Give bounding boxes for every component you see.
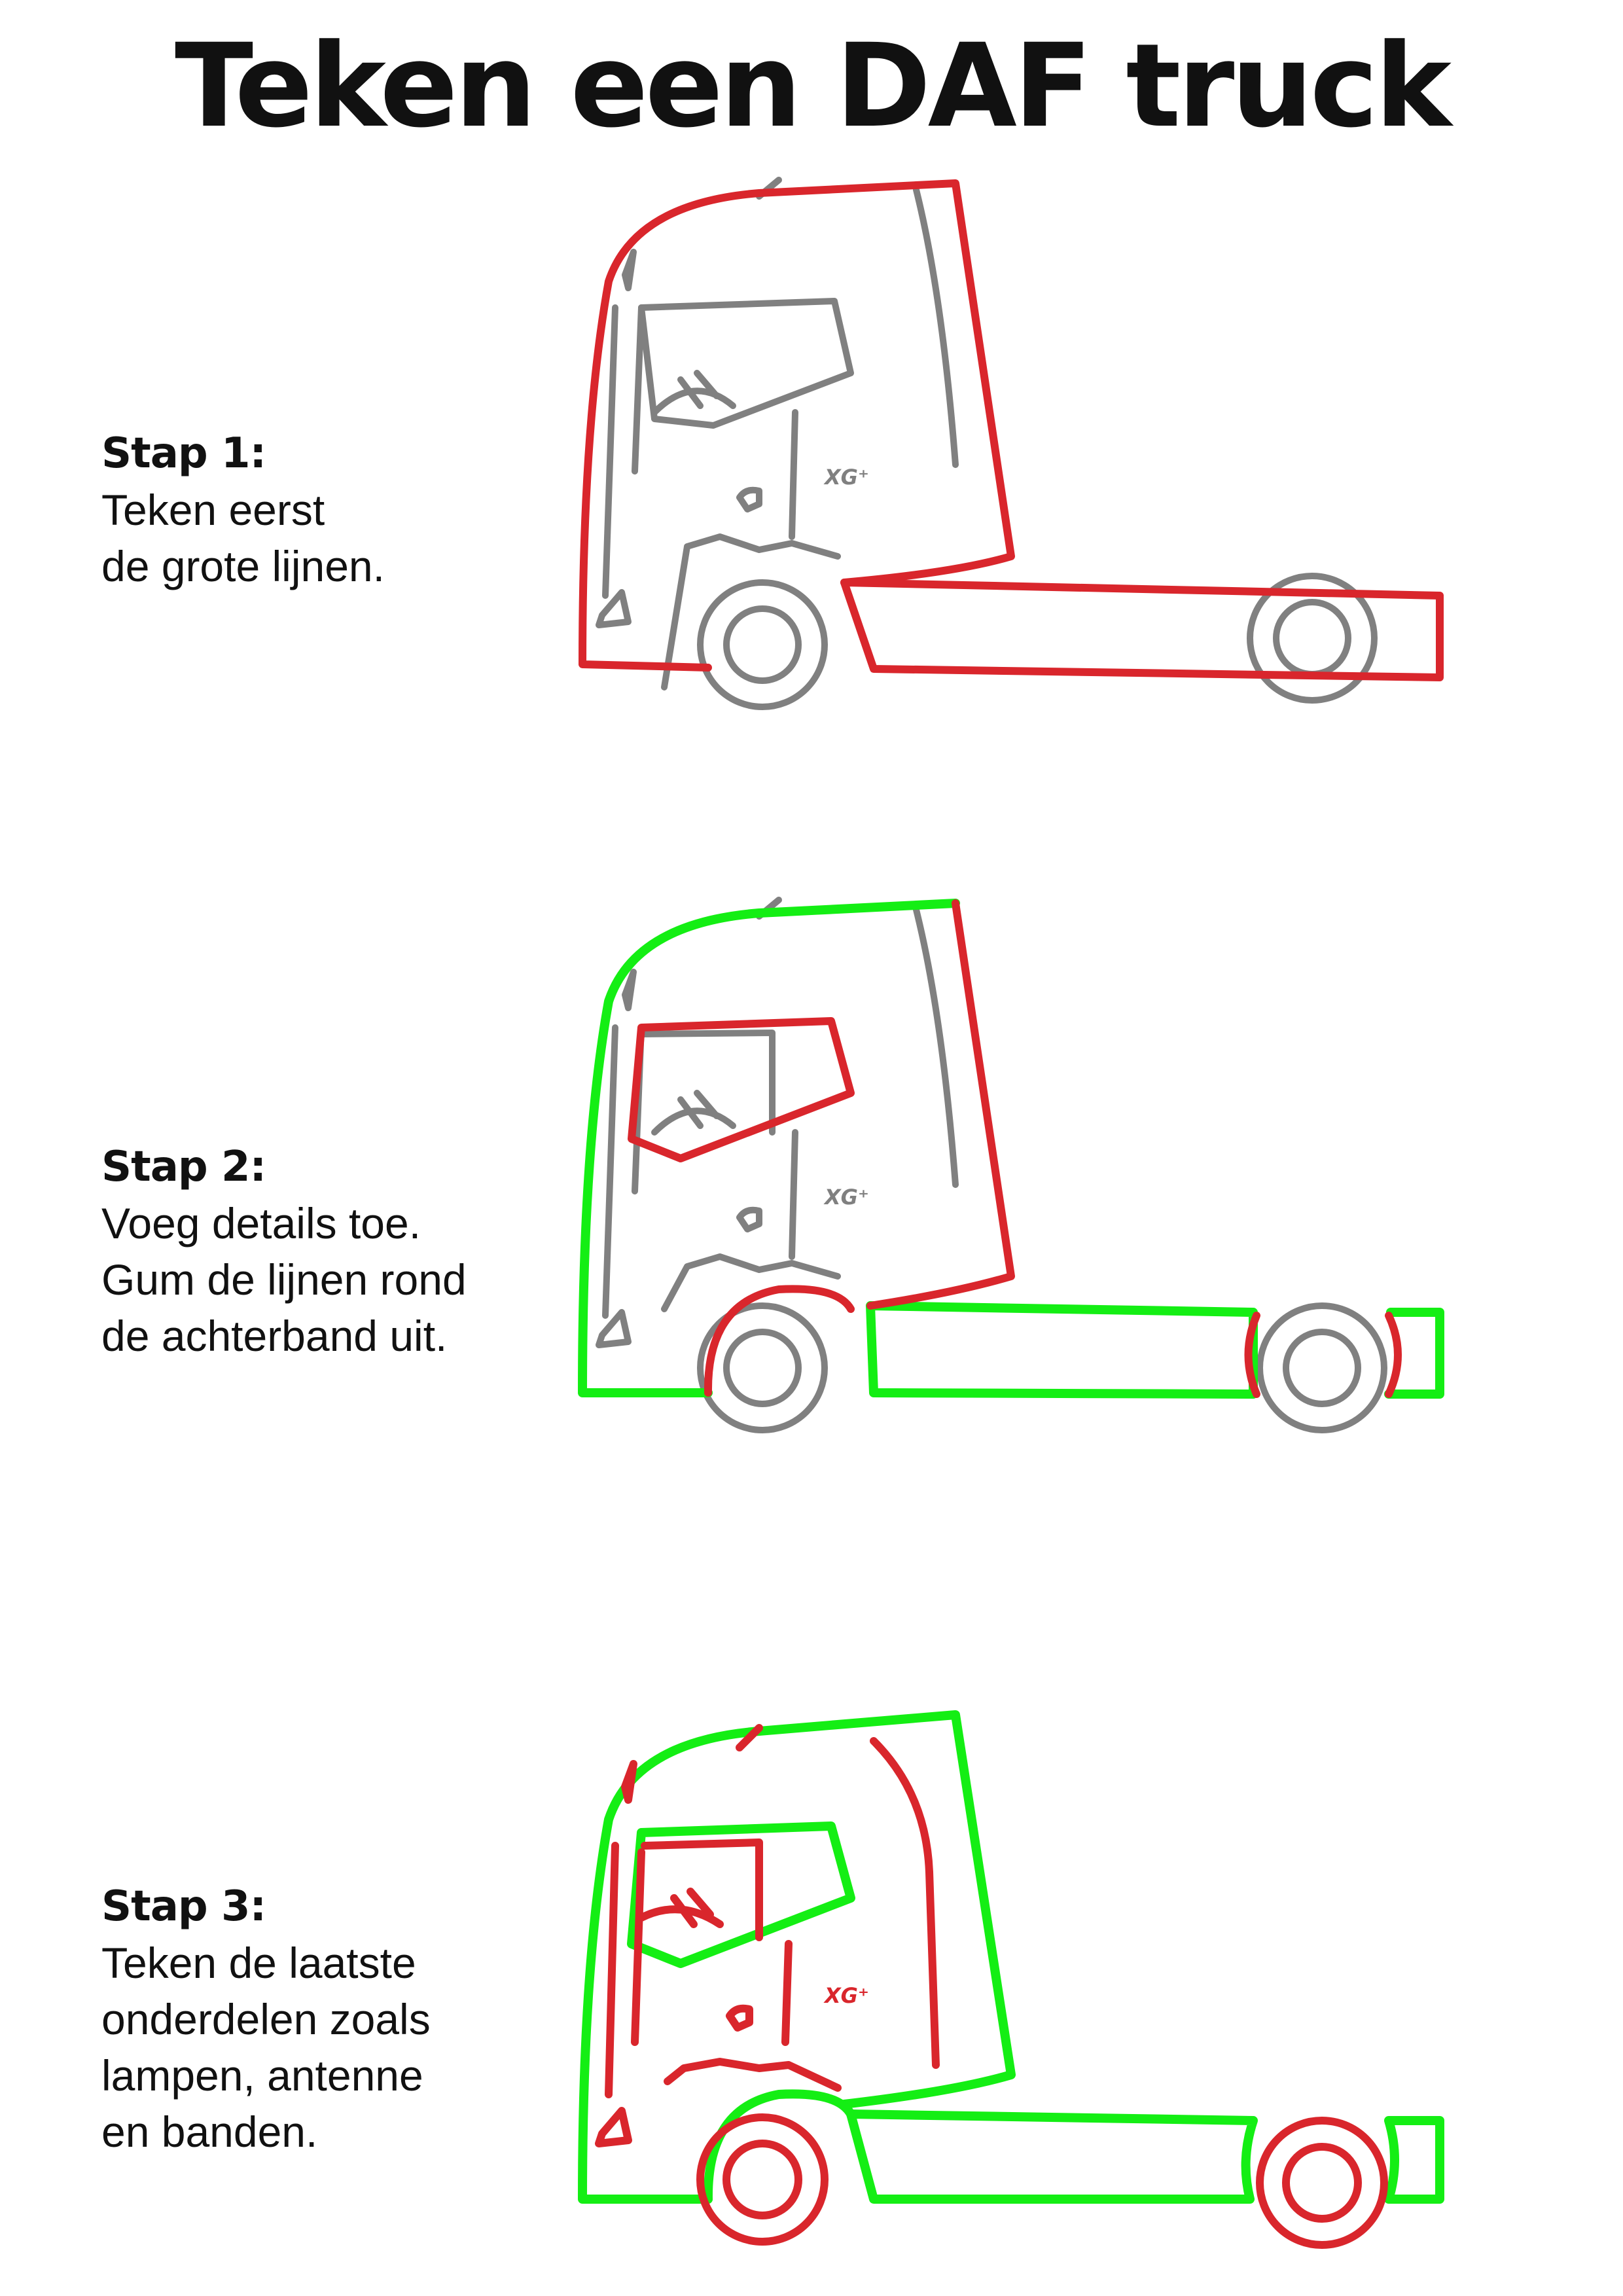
page-title: Teken een DAF truck [174,19,1452,153]
cab-side-line [913,906,959,1188]
step-2-heading: Stap 2: [101,1143,266,1191]
door-handle [726,1940,793,2046]
cab-side-line [870,1737,940,2069]
step-1-truck-drawing: XG⁺ [563,164,1479,753]
front-rim [722,2140,802,2219]
step-1-line-2: de grote lijnen. [101,542,385,590]
door-pillar [605,1842,645,2098]
step-1-truck-svg: XG⁺ [579,177,1444,710]
step-3-text: Stap 3: Teken de laatste onderdelen zoal… [101,1878,573,2160]
front-fender [661,533,841,691]
rear-tyre [1247,573,1378,704]
chassis-outline-done [866,1301,1258,1399]
front-tyre [697,1302,828,1433]
step-2-truck-drawing: XG⁺ [563,884,1479,1473]
step-3-heading: Stap 3: [101,1882,266,1931]
rear-rim [1273,599,1351,677]
chassis-outline-done [846,2109,1258,2204]
rear-tyre [1257,1302,1387,1433]
rear-arch-back [1385,1312,1402,1398]
step-2-line-2: Gum de lijnen rond [101,1255,467,1304]
step-3-line-2: onderdelen zoals [101,1995,431,2043]
steering-wheel [637,1888,724,1928]
cab-rear-edge [866,899,1015,1310]
step-3-truck-drawing: XG⁺ [563,1702,1479,2291]
antenna [736,1724,763,1751]
door-handle [736,1129,798,1260]
door-handle [736,409,798,540]
step-3-truck-svg: XG⁺ [578,1710,1444,2249]
step-2-truck-svg: XG⁺ [578,897,1444,1433]
window [638,298,854,429]
step-2-line-1: Voeg details toe. [101,1199,421,1247]
top-marker-light [622,249,637,291]
step-1-heading: Stap 1: [101,429,266,478]
front-rim [723,1329,802,1407]
front-tyre [696,2113,829,2246]
xg-badge: XG⁺ [823,1983,869,2008]
step-3-line-1: Teken de laatste [101,1939,416,1987]
door-frame [641,1839,763,1941]
headlight [596,589,632,628]
step-3-line-4: en banden. [101,2108,318,2156]
step-1-line-1: Teken eerst [101,486,325,534]
xg-badge: XG⁺ [823,1185,869,1210]
step-2-text: Stap 2: Voeg details toe. Gum de lijnen … [101,1139,573,1364]
step-3-line-3: lampen, antenne [101,2051,423,2100]
door-pillar [602,304,645,599]
front-fender [664,2058,842,2092]
step-2-line-3: de achterband uit. [101,1312,448,1360]
xg-badge: XG⁺ [823,465,869,490]
steering-wheel [651,370,736,416]
front-wheel-arch [704,1285,855,1397]
steering-wheel [651,1090,736,1136]
front-fender [661,1253,841,1312]
front-tyre [697,579,828,710]
top-marker-light [621,1760,637,1804]
rear-rim [1282,2143,1362,2223]
cab-outline-done [578,899,960,1397]
window-frame-done [627,1821,855,1968]
window-frame [628,1017,855,1162]
rear-chassis-done [1384,2116,1444,2204]
step-1-text: Stap 1: Teken eerst de grote lijnen. [101,425,573,594]
rear-arch-front [1244,1312,1260,1398]
door-frame [638,1030,776,1136]
rear-chassis-done [1384,1308,1444,1399]
front-rim [723,605,802,684]
front-wheel-arch-done [703,2089,855,2204]
cab-outline [579,179,1015,672]
top-marker-light [622,969,637,1011]
headlight [596,1309,632,1348]
cab-side-line [913,187,959,468]
chassis-outline [840,579,1444,681]
rear-tyre [1256,2117,1388,2249]
rear-rim [1283,1329,1361,1407]
headlight [595,2107,632,2147]
